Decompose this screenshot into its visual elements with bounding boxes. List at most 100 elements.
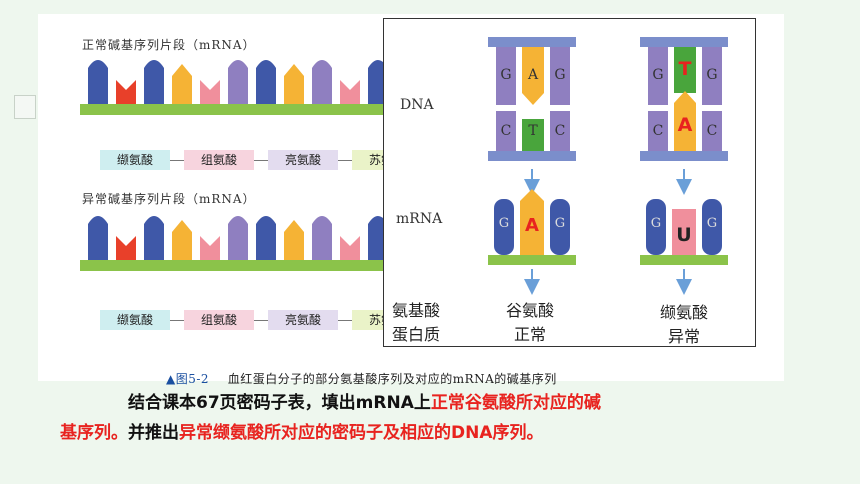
amino-link <box>254 320 268 321</box>
mrna-base-piece <box>340 236 360 260</box>
mrna-base-piece <box>116 236 136 260</box>
mrna-base-piece <box>116 80 136 104</box>
dna-base <box>674 103 696 151</box>
dna-base <box>648 47 668 105</box>
mrna-base-piece <box>144 60 164 104</box>
normal-amino-acid: 谷氨酸 <box>506 301 555 320</box>
task-line2-plain: 并推出 <box>128 423 179 443</box>
mrna-base-piece <box>200 80 220 104</box>
mrna-base-piece <box>172 220 192 260</box>
mrna-letter-highlight: A <box>525 215 539 236</box>
amino-link <box>338 320 352 321</box>
dna-letter: G <box>500 67 511 83</box>
mrna-base-piece <box>256 60 276 104</box>
dna-letter: C <box>707 123 718 139</box>
mrna-base-piece <box>284 220 304 260</box>
dna-base <box>496 47 516 105</box>
amino-link <box>170 320 184 321</box>
task-line1-plain: 结合课本67页密码子表，填出mRNA上 <box>128 393 431 413</box>
abnormal-backbone <box>80 260 426 271</box>
mrna-label: mRNA <box>396 211 443 227</box>
mrna-base-notch <box>672 209 696 225</box>
inset-diagram: G A G C T C G A G G T <box>488 37 728 295</box>
dna-base-tip <box>674 91 696 103</box>
amino-box: 组氨酸 <box>184 150 254 170</box>
mrna-base-piece <box>228 60 248 104</box>
mrna-base-piece <box>340 80 360 104</box>
abnormal-mrna-bases <box>88 216 416 260</box>
mutation-inset: G A G C T C G A G G T <box>383 18 756 347</box>
figure-caption-text: 血红蛋白分子的部分氨基酸序列及对应的mRNA的碱基序列 <box>227 372 557 386</box>
normal-dna-top-strand <box>488 37 576 47</box>
mrna-base-piece <box>200 236 220 260</box>
dna-base <box>648 111 668 151</box>
mrna-letter: G <box>499 216 509 231</box>
slide-thumbnail-marker <box>14 95 36 119</box>
amino-link <box>338 160 352 161</box>
mrna-base-piece <box>284 64 304 104</box>
amino-box: 缬氨酸 <box>100 310 170 330</box>
amino-box: 亮氨酸 <box>268 150 338 170</box>
mrna-letter-highlight: U <box>676 224 691 246</box>
mrna-base-piece <box>88 216 108 260</box>
amino-acid-label: 氨基酸 <box>392 301 441 320</box>
normal-backbone <box>80 104 426 115</box>
protein-label: 蛋白质 <box>392 325 441 344</box>
mrna-base <box>646 199 666 255</box>
amino-link <box>254 160 268 161</box>
dna-base <box>702 47 722 105</box>
normal-mrna-strand <box>488 255 576 265</box>
normal-mrna-bases <box>88 60 416 104</box>
mrna-letter: G <box>651 216 661 231</box>
mrna-base-piece <box>312 60 332 104</box>
dna-letter: G <box>706 67 717 83</box>
dna-base <box>522 119 544 151</box>
mrna-letter: G <box>555 216 565 231</box>
mrna-base-piece <box>256 216 276 260</box>
amino-box: 亮氨酸 <box>268 310 338 330</box>
dna-letter: C <box>501 123 512 139</box>
mrna-base-piece <box>312 216 332 260</box>
normal-status: 正常 <box>514 325 547 344</box>
dna-base <box>550 47 570 105</box>
mrna-base-piece <box>88 60 108 104</box>
mrna-base-piece <box>228 216 248 260</box>
dna-letter: G <box>554 67 565 83</box>
abnormal-dna-top-strand <box>640 37 728 47</box>
abnormal-status: 异常 <box>668 327 701 346</box>
amino-link <box>170 160 184 161</box>
figure-number: ▲图5-2 <box>166 372 210 386</box>
mrna-base <box>520 201 544 255</box>
mrna-letter: G <box>707 216 717 231</box>
task-line2-highlight-a: 基序列。 <box>60 423 128 443</box>
abnormal-mrna-strand <box>80 216 426 271</box>
dna-base <box>522 47 544 93</box>
abnormal-amino-acid: 缬氨酸 <box>660 303 709 322</box>
task-instructions: 结合课本67页密码子表，填出mRNA上正常谷氨酸所对应的碱 基序列。并推出异常缬… <box>60 388 820 448</box>
normal-dna-bottom-strand <box>488 151 576 161</box>
dna-letter: A <box>527 67 539 83</box>
normal-sequence-title: 正常碱基序列片段（mRNA） <box>82 38 256 52</box>
dna-base <box>702 111 722 151</box>
abnormal-dna-bottom-strand <box>640 151 728 161</box>
task-line1-highlight: 正常谷氨酸所对应的碱 <box>430 393 601 413</box>
mrna-base <box>550 199 570 255</box>
mrna-base-piece <box>144 216 164 260</box>
amino-box: 缬氨酸 <box>100 150 170 170</box>
dna-letter: C <box>653 123 664 139</box>
dna-letter-highlight: T <box>679 58 692 80</box>
mrna-base-tip <box>520 189 544 201</box>
dna-letter: G <box>652 67 663 83</box>
dna-base <box>550 111 570 151</box>
amino-box: 组氨酸 <box>184 310 254 330</box>
normal-mrna-strand <box>80 60 426 115</box>
dna-label: DNA <box>400 97 434 113</box>
dna-letter-highlight: A <box>678 114 693 136</box>
task-line2-highlight-b: 异常缬氨酸所对应的密码子及相应的DNA序列。 <box>179 423 544 443</box>
mrna-base <box>494 199 514 255</box>
dna-base <box>496 111 516 151</box>
mrna-base-piece <box>172 64 192 104</box>
abnormal-mrna-strand <box>640 255 728 265</box>
mrna-base <box>702 199 722 255</box>
